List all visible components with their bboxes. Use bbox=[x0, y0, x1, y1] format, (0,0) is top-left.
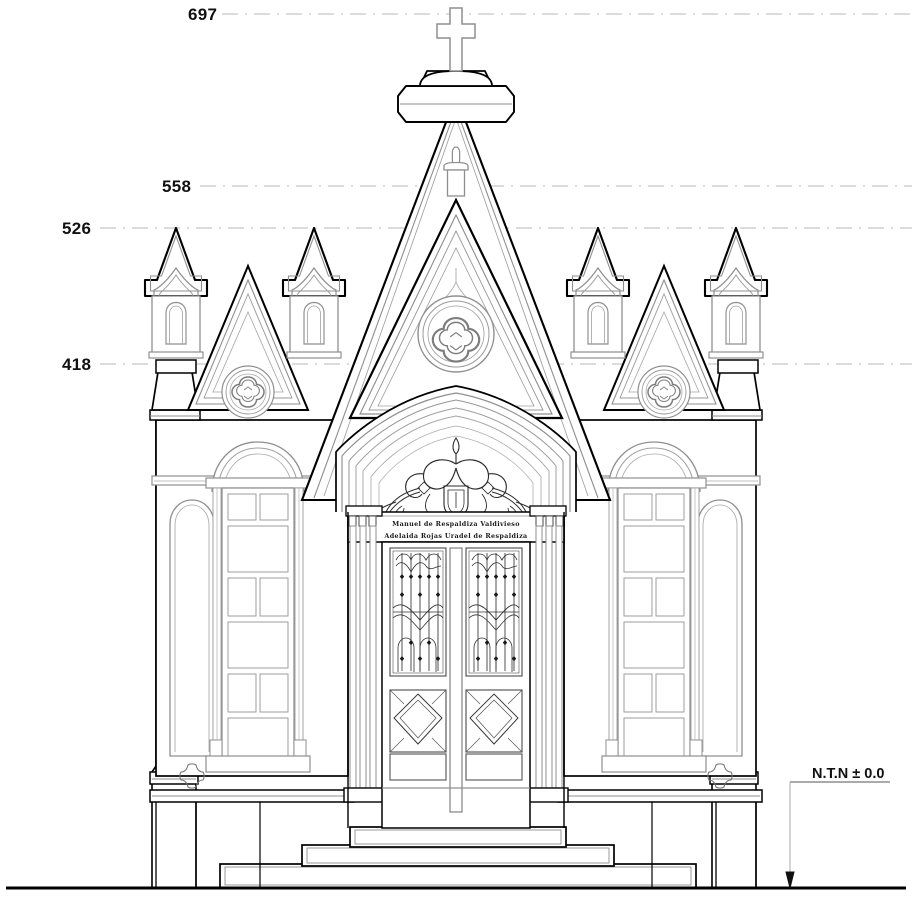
door-leaf-right-lower-panel bbox=[465, 689, 523, 781]
door-leaf-left-lower-panel bbox=[389, 689, 447, 781]
pinnacle-outer-right[interactable] bbox=[703, 226, 769, 360]
side-gable-left bbox=[186, 263, 310, 419]
structure-guidelines bbox=[155, 512, 757, 888]
dimension-label-558: 558 bbox=[162, 177, 191, 196]
door-leaf-left-grille bbox=[389, 547, 447, 677]
substructure bbox=[219, 826, 697, 889]
level-marker bbox=[785, 781, 890, 889]
inscription-line-1: Manuel de Respaldiza Valdivieso bbox=[392, 520, 520, 528]
pinnacle-outer-left[interactable] bbox=[143, 226, 209, 360]
side-recess-left bbox=[205, 441, 311, 773]
level-marker-label: N.T.N ± 0.0 bbox=[812, 766, 884, 782]
side-gable-right bbox=[602, 263, 726, 419]
side-recess-right bbox=[601, 441, 707, 773]
dimension-label-418: 418 bbox=[62, 355, 91, 374]
pinnacle-inner-right[interactable] bbox=[565, 226, 631, 360]
dimension-label-526: 526 bbox=[62, 219, 91, 238]
portal-archivolts bbox=[335, 385, 577, 512]
door-leaf-right-grille bbox=[465, 547, 523, 677]
portal-columns-left bbox=[343, 505, 385, 803]
main-double-door[interactable] bbox=[381, 541, 531, 829]
inscription-panel: Manuel de Respaldiza Valdivieso Adelaida… bbox=[347, 511, 565, 543]
pinnacle-inner-left[interactable] bbox=[281, 226, 347, 360]
inscription-line-2: Adelaida Rojas Uradel de Respaldiza bbox=[383, 532, 527, 540]
latin-cross-finial bbox=[436, 7, 476, 72]
dimension-label-697: 697 bbox=[188, 5, 217, 24]
quatrefoil-rose-window bbox=[417, 295, 495, 373]
portal-columns-right bbox=[527, 505, 569, 803]
